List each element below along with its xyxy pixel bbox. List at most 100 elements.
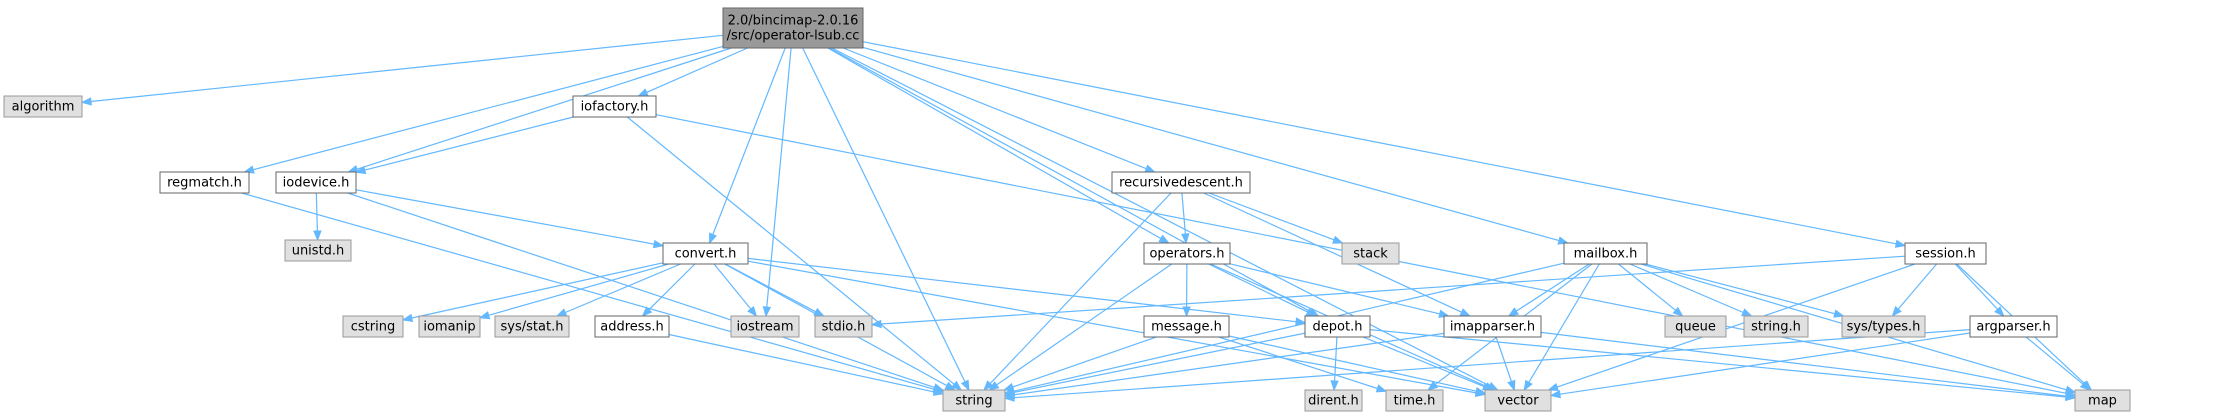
- node-box-timeh: [1385, 389, 1444, 412]
- node-label-sysstat: sys/stat.h: [501, 320, 564, 335]
- node-label-map: map: [2088, 394, 2117, 409]
- node-unistd: unistd.h: [284, 239, 352, 262]
- edge-operators-to-message: [1182, 263, 1191, 318]
- node-label-vector: vector: [1497, 394, 1539, 409]
- node-timeh: time.h: [1385, 389, 1444, 412]
- edge-depot-to-string: [1003, 332, 1306, 397]
- edge-session-to-systypes: [1891, 263, 1938, 318]
- node-box-iofactory: [572, 95, 657, 118]
- edge-convert-to-iostream: [713, 263, 758, 318]
- node-box-systypes: [1841, 315, 1926, 338]
- node-label-stringh: string.h: [1751, 320, 1801, 335]
- node-iodevice[interactable]: iodevice.h: [275, 171, 357, 194]
- node-box-cstring: [342, 315, 404, 338]
- node-label-string: string: [955, 394, 992, 409]
- node-stringh: string.h: [1743, 315, 1809, 338]
- node-box-stringh: [1743, 315, 1809, 338]
- node-box-depot: [1304, 315, 1371, 338]
- node-box-imapparser: [1443, 315, 1542, 338]
- edge-depot-to-vector: [1362, 336, 1494, 391]
- edge-root-to-vector: [831, 47, 1499, 391]
- edge-operators-to-string: [988, 263, 1173, 391]
- edge-root-to-iostream: [762, 47, 792, 318]
- node-label-regmatch: regmatch.h: [167, 176, 242, 191]
- edge-convert-to-address: [641, 263, 696, 317]
- node-label-root: /src/operator-lsub.cc: [727, 29, 860, 44]
- node-iofactory[interactable]: iofactory.h: [572, 95, 657, 118]
- node-box-sysstat: [494, 315, 570, 338]
- node-dirent: dirent.h: [1304, 389, 1363, 412]
- edge-iofactory-to-iodevice: [354, 116, 574, 175]
- node-box-mailbox: [1563, 242, 1648, 265]
- edge-mailbox-to-queue: [1618, 263, 1684, 317]
- edge-root-to-session: [862, 41, 1907, 248]
- edge-message-to-vector: [1228, 335, 1487, 396]
- node-operators[interactable]: operators.h: [1143, 242, 1231, 265]
- node-box-unistd: [284, 239, 352, 262]
- node-box-session: [1904, 242, 1987, 265]
- edge-address-to-string: [668, 333, 945, 396]
- edge-depot-to-dirent: [1330, 336, 1339, 392]
- edge-argparser-to-map: [2025, 336, 2091, 391]
- edge-iodevice-to-convert: [355, 189, 665, 249]
- node-vector: vector: [1484, 389, 1552, 412]
- node-iomanip: iomanip: [418, 315, 481, 338]
- node-regmatch[interactable]: regmatch.h: [159, 171, 250, 194]
- node-mailbox[interactable]: mailbox.h: [1563, 242, 1648, 265]
- node-label-iomanip: iomanip: [423, 320, 475, 335]
- edge-convert-to-iomanip: [478, 263, 669, 320]
- node-label-convert: convert.h: [675, 247, 737, 262]
- node-sysstat: sys/stat.h: [494, 315, 570, 338]
- edge-argparser-to-string: [1003, 329, 1971, 402]
- node-box-iostream: [730, 315, 800, 338]
- node-label-stack: stack: [1353, 247, 1388, 262]
- node-session[interactable]: session.h: [1904, 242, 1987, 265]
- node-queue: queue: [1664, 315, 1727, 338]
- edge-mailbox-to-stringh: [1629, 263, 1753, 317]
- node-imapparser[interactable]: imapparser.h: [1443, 315, 1542, 338]
- edge-root-to-algorithm: [80, 34, 724, 106]
- node-label-message: message.h: [1151, 320, 1222, 335]
- edge-recursive-to-operators: [1181, 192, 1190, 245]
- edge-root-to-string: [802, 47, 970, 392]
- node-box-stack: [1341, 242, 1400, 265]
- node-map: map: [2074, 389, 2131, 412]
- node-label-timeh: time.h: [1394, 394, 1436, 409]
- node-label-mailbox: mailbox.h: [1574, 247, 1638, 262]
- node-argparser[interactable]: argparser.h: [1969, 315, 2058, 338]
- node-systypes: sys/types.h: [1841, 315, 1926, 338]
- edge-session-to-vector: [1547, 263, 1916, 391]
- node-label-imapparser: imapparser.h: [1450, 320, 1535, 335]
- edge-mailbox-to-vector: [1523, 263, 1600, 392]
- edge-mailbox-to-systypes: [1645, 263, 1845, 318]
- edge-recursive-to-imapparser: [1203, 192, 1472, 317]
- node-cstring: cstring: [342, 315, 404, 338]
- node-label-operators: operators.h: [1149, 247, 1224, 262]
- node-depot[interactable]: depot.h: [1304, 315, 1371, 338]
- node-label-session: session.h: [1915, 247, 1976, 262]
- node-box-address: [594, 315, 670, 338]
- edges-layer: [80, 34, 2093, 402]
- node-label-iofactory: iofactory.h: [581, 100, 649, 115]
- node-label-depot: depot.h: [1313, 320, 1363, 335]
- node-address[interactable]: address.h: [594, 315, 670, 338]
- node-message[interactable]: message.h: [1143, 315, 1230, 338]
- node-root[interactable]: 2.0/bincimap-2.0.16/src/operator-lsub.cc: [722, 7, 864, 49]
- node-box-dirent: [1304, 389, 1363, 412]
- edge-iofactory-to-string: [626, 116, 963, 391]
- node-recursive[interactable]: recursivedescent.h: [1111, 171, 1251, 194]
- node-label-recursive: recursivedescent.h: [1119, 176, 1243, 191]
- node-stdio: stdio.h: [814, 315, 873, 338]
- edge-iodevice-to-unistd: [313, 192, 322, 242]
- node-box-root: [722, 7, 864, 49]
- node-convert[interactable]: convert.h: [662, 242, 749, 265]
- node-box-iomanip: [418, 315, 481, 338]
- node-label-dirent: dirent.h: [1308, 394, 1359, 409]
- edge-imapparser-to-vector: [1495, 336, 1516, 392]
- node-label-argparser: argparser.h: [1976, 320, 2050, 335]
- edge-convert-to-cstring: [401, 262, 664, 323]
- node-box-iodevice: [275, 171, 357, 194]
- node-box-operators: [1143, 242, 1231, 265]
- node-box-algorithm: [3, 95, 83, 118]
